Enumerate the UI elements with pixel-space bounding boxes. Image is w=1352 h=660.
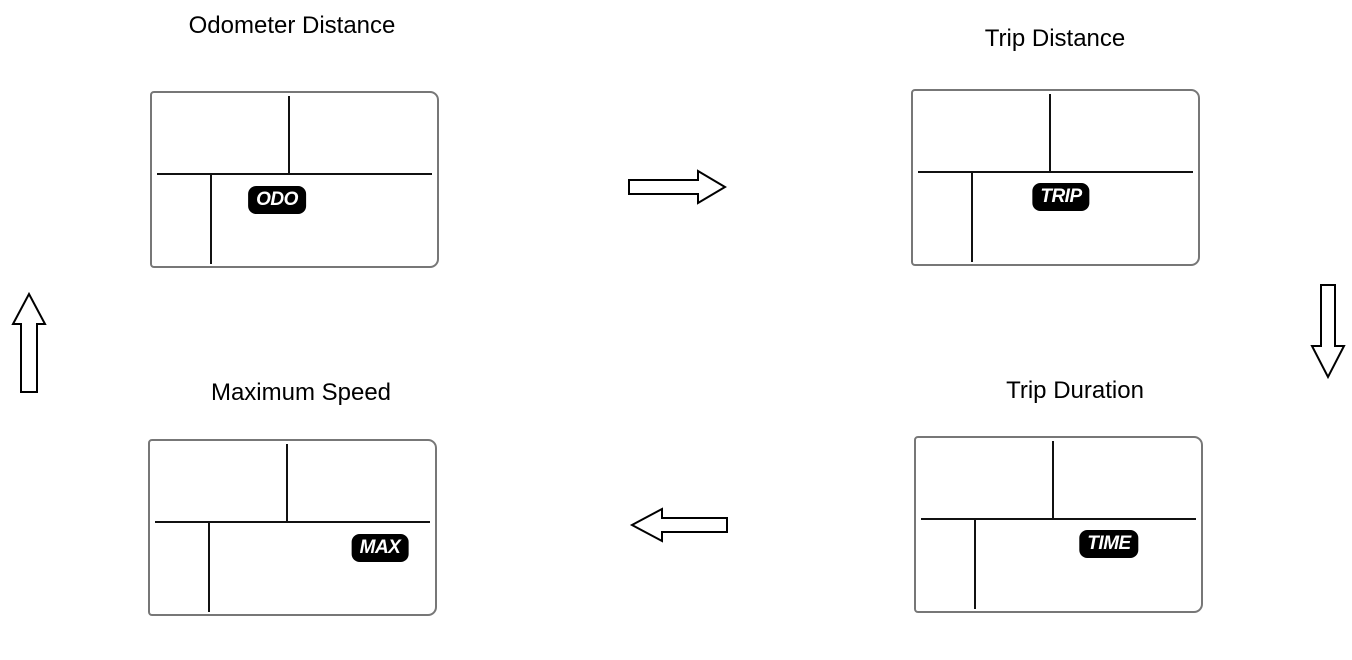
display-divider-horizontal (921, 518, 1196, 520)
left-arrow-icon (629, 507, 728, 543)
display-divider-vertical-bottom (971, 173, 973, 262)
display-divider-vertical-top (1052, 441, 1054, 518)
display-divider-vertical-bottom (974, 520, 976, 609)
display-panel-trip-duration: TIME (914, 436, 1203, 613)
display-panel-maximum-speed: MAX (148, 439, 437, 616)
mode-badge-trip: TRIP (1032, 183, 1090, 211)
mode-title-odometer: Odometer Distance (188, 12, 396, 39)
display-divider-horizontal (157, 173, 432, 175)
display-divider-vertical-top (288, 96, 290, 173)
display-panel-odometer: ODO (150, 91, 439, 268)
display-divider-vertical-top (1049, 94, 1051, 171)
down-arrow-icon (1310, 284, 1346, 380)
up-arrow-icon (11, 291, 47, 393)
right-arrow-icon (628, 169, 727, 205)
display-divider-vertical-bottom (210, 175, 212, 264)
display-divider-horizontal (155, 521, 430, 523)
mode-badge-odo: ODO (248, 186, 306, 214)
mode-title-trip-distance: Trip Distance (984, 25, 1126, 52)
mode-badge-max: MAX (351, 534, 409, 562)
display-divider-vertical-top (286, 444, 288, 521)
mode-title-maximum-speed: Maximum Speed (210, 379, 392, 406)
mode-badge-time: TIME (1079, 530, 1139, 558)
display-panel-trip-distance: TRIP (911, 89, 1200, 266)
display-divider-horizontal (918, 171, 1193, 173)
mode-title-trip-duration: Trip Duration (1006, 377, 1144, 404)
display-divider-vertical-bottom (208, 523, 210, 612)
